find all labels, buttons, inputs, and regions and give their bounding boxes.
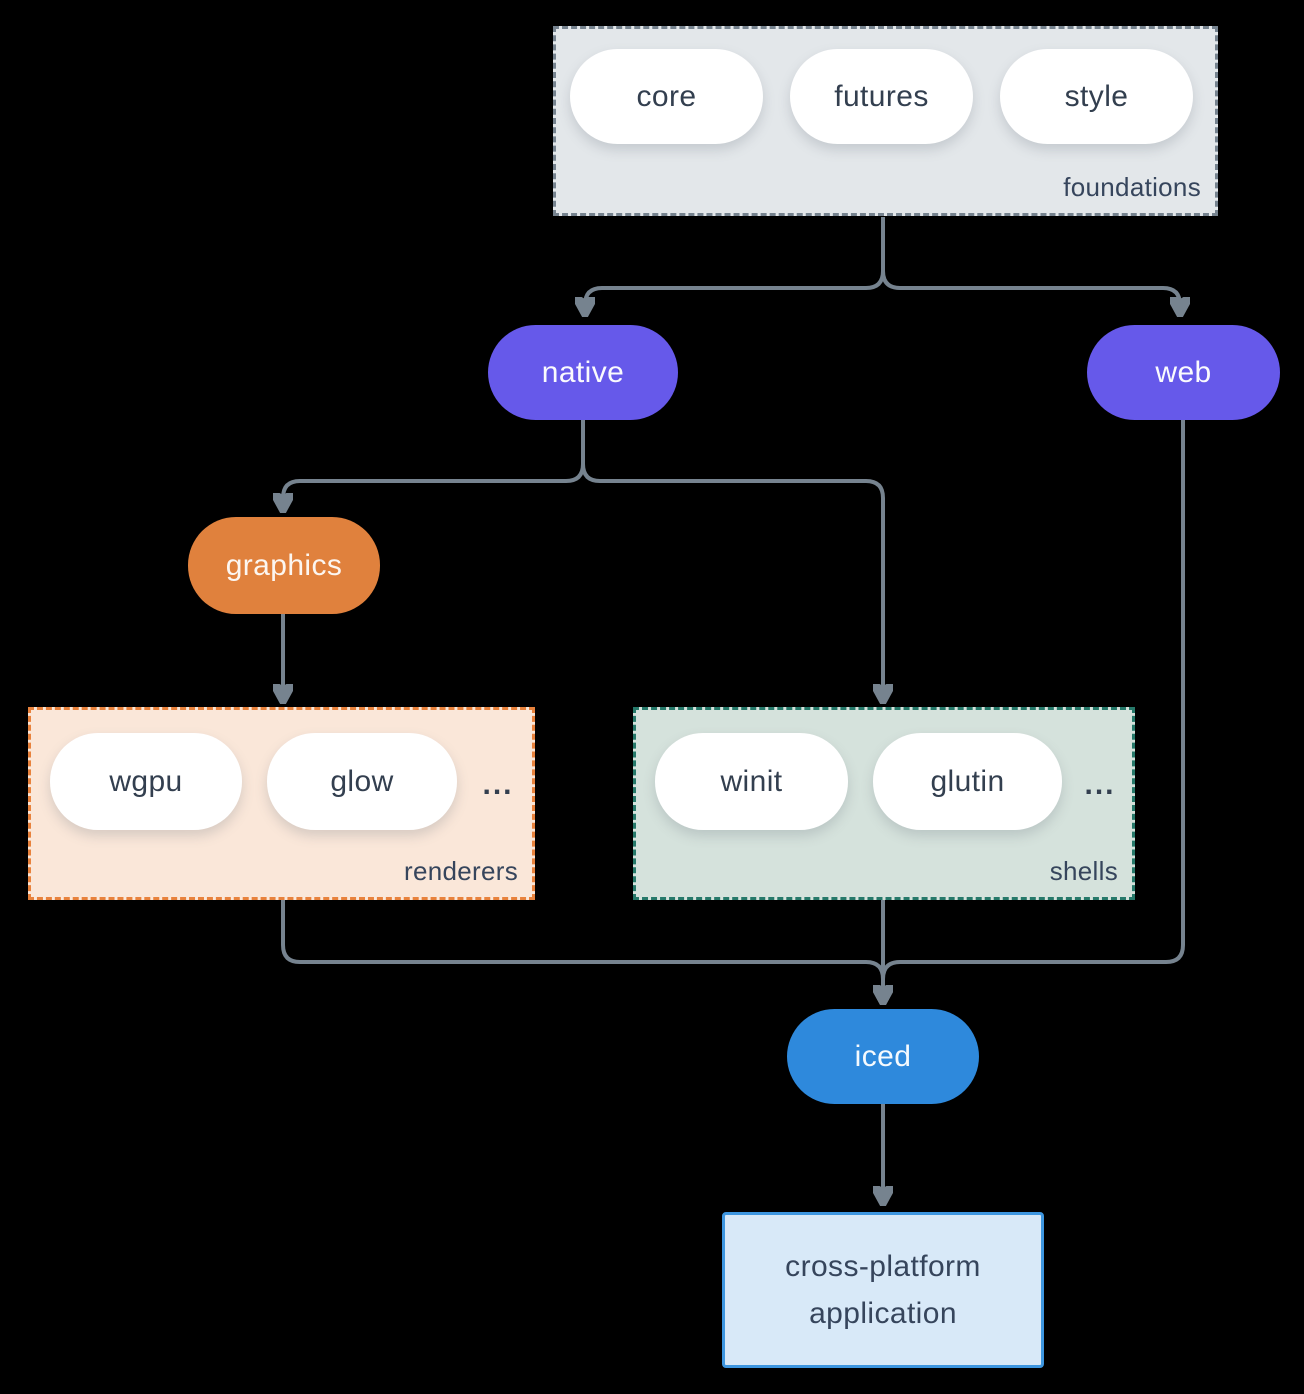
- node-glutin: glutin: [873, 733, 1062, 830]
- connector-foundations-to-native: [585, 217, 885, 312]
- group-label-foundations: foundations: [1063, 172, 1201, 202]
- group-foundations: core futures style foundations: [553, 26, 1218, 216]
- node-wgpu: wgpu: [50, 733, 242, 830]
- node-cross-platform-application: cross-platform application: [722, 1212, 1044, 1368]
- node-native: native: [488, 325, 678, 420]
- connector-web-to-iced: [883, 420, 1185, 1000]
- node-winit: winit: [655, 733, 848, 830]
- connector-foundations-to-web: [881, 217, 1180, 312]
- node-iced: iced: [787, 1009, 979, 1104]
- connector-renderers-to-iced: [281, 900, 883, 1000]
- node-glow: glow: [267, 733, 457, 830]
- node-futures: futures: [790, 49, 973, 144]
- node-style: style: [1000, 49, 1193, 144]
- connector-native-to-graphics: [283, 420, 585, 508]
- group-shells: winit glutin ... shells: [633, 707, 1135, 900]
- shells-ellipsis: ...: [1084, 768, 1116, 801]
- node-graphics: graphics: [188, 517, 380, 614]
- node-core: core: [570, 49, 763, 144]
- renderers-ellipsis: ...: [482, 768, 514, 801]
- group-label-shells: shells: [1049, 856, 1118, 886]
- connector-native-to-shells: [581, 420, 883, 699]
- group-renderers: wgpu glow ... renderers: [28, 707, 535, 900]
- node-web: web: [1087, 325, 1280, 420]
- group-label-renderers: renderers: [404, 856, 518, 886]
